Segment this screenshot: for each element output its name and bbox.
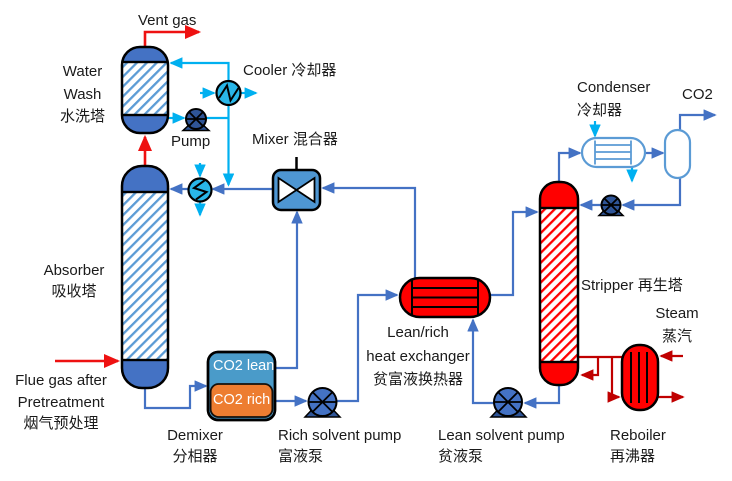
reboiler [620, 343, 660, 412]
reboiler-vapor-return-line [580, 357, 600, 381]
absorber-column [120, 164, 170, 390]
condenser-exchanger [580, 136, 647, 169]
stripper-label: Stripper 再生塔 [581, 277, 683, 294]
stream-stripper-overhead-line [557, 147, 582, 182]
lean-trim-cooler [187, 177, 213, 203]
mixer-label: Mixer 混合器 [252, 131, 338, 148]
water-wash-label: Water Wash 水洗塔 [59, 63, 105, 125]
stripper-to-reboiler-line [607, 357, 621, 403]
reflux-drum [663, 128, 692, 180]
cooler-label: Cooler 冷却器 [243, 62, 337, 79]
reboiler-label: Reboiler 再沸器 [610, 427, 666, 465]
demixer-label: Demixer 分相器 [167, 427, 223, 465]
stream-stripper-to-leanpump-line [523, 385, 561, 409]
stream-richpump-to-hx-line [336, 289, 399, 403]
demixer-co2-lean-label: CO2 lean [213, 358, 275, 374]
stream-absorber-to-demixer-line [143, 380, 208, 410]
steam-label: Steam 蒸汽 [655, 305, 699, 345]
lean-rich-heat-exchanger [398, 276, 492, 319]
stream-hx-to-mixer-line [321, 182, 417, 279]
demixer [206, 350, 277, 422]
stream-co2lean-to-mixer-line [275, 210, 303, 370]
absorber-label: Absorber 吸收塔 [43, 262, 105, 300]
vent-gas-label: Vent gas [138, 12, 197, 29]
reflux-pump [597, 194, 625, 217]
heat-exchanger-label: Lean/rich heat exchanger 贫富液换热器 [366, 324, 470, 388]
rich-pump-label: Rich solvent pump 富液泵 [278, 427, 402, 465]
flue-gas-label: Flue gas after Pretreatment 烟气预处理 [15, 372, 107, 432]
stream-lines [55, 24, 717, 410]
pump-label: Pump [171, 133, 211, 150]
stream-co2-product-line [678, 109, 717, 130]
demixer-co2-rich-label: CO2 rich [213, 392, 271, 408]
stream-drum-to-refluxpump-line [621, 178, 682, 211]
water-wash-column [120, 45, 170, 135]
wash-pump [181, 108, 211, 132]
cooler-exchanger [215, 79, 242, 107]
lean-pump-label: Lean solvent pump 贫液泵 [438, 427, 565, 465]
rich-solvent-pump [303, 387, 342, 418]
stripper-column [538, 180, 580, 387]
condenser-label: Condenser 冷却器 [577, 79, 651, 119]
vent-gas-line [143, 24, 202, 47]
co2-product-label: CO2 [682, 86, 713, 103]
mixer [271, 157, 322, 212]
stream-hx-to-stripper-line [490, 206, 539, 297]
lean-solvent-pump [489, 387, 528, 418]
stream-leanpump-to-hx-line [467, 318, 494, 405]
